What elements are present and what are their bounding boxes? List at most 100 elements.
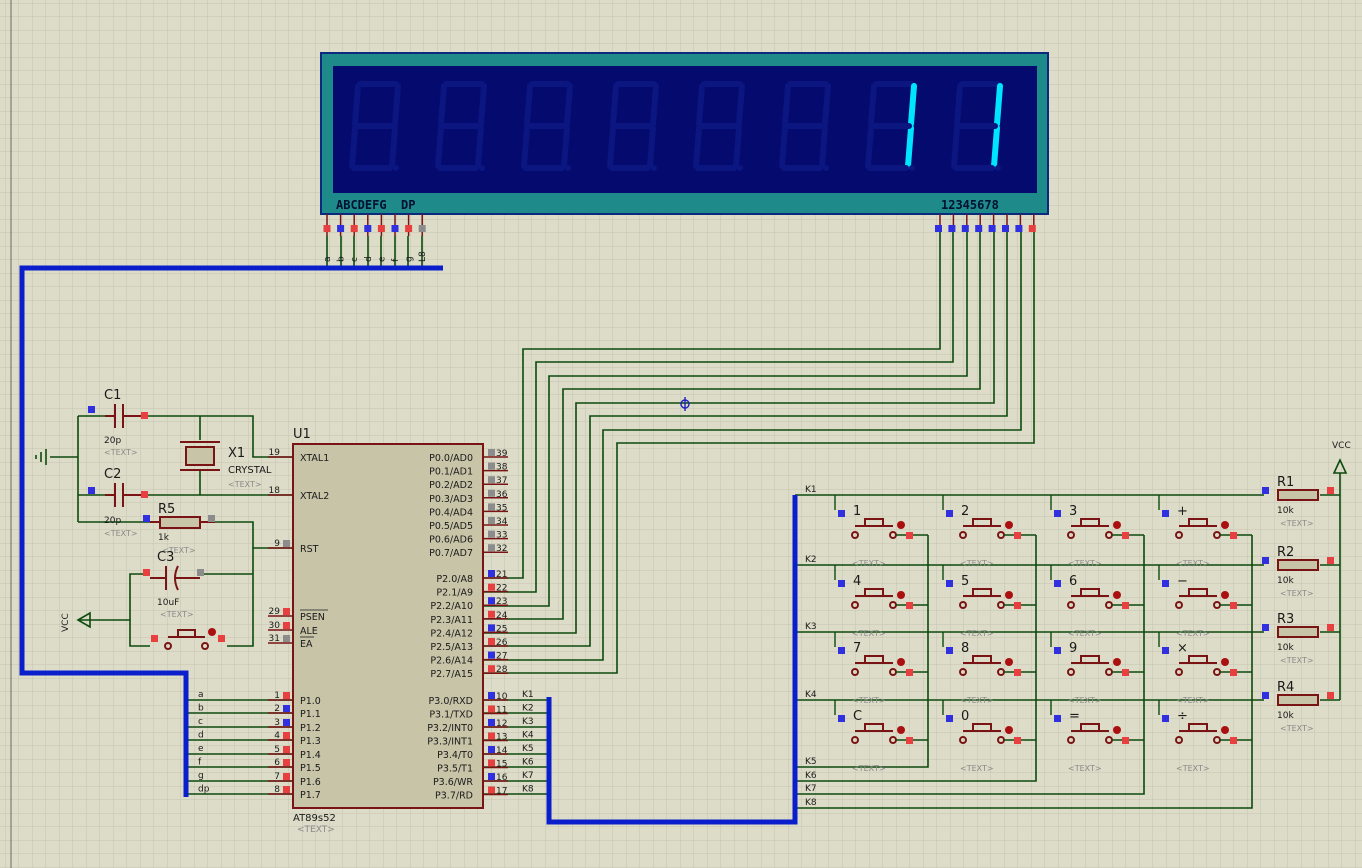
keypad-key[interactable]: ÷<TEXT> [1158,700,1252,773]
pin-name: P3.6/WR [433,777,473,788]
keypad-key[interactable]: 4<TEXT> [834,565,928,638]
pin-marker [838,580,845,587]
decimal-point [737,165,743,171]
capacitor-c1[interactable]: C1 20p <TEXT> [88,388,148,457]
pin-marker [1327,692,1334,699]
switch-button [1080,588,1100,597]
net-label: K7 [522,771,534,781]
net-label: dp [198,785,210,795]
keypad-key[interactable]: 0<TEXT> [942,700,1036,773]
pin-marker [283,719,290,726]
resistor-text: <TEXT> [1280,656,1314,665]
key-label: 6 [1069,574,1077,589]
pin-number: 32 [496,544,507,554]
key-label: = [1069,709,1080,724]
keypad-key[interactable]: 5 <TEXT> [942,565,1036,638]
keypad-key[interactable]: =<TEXT> [1050,700,1144,773]
pin-number: 10 [496,692,508,702]
c2-value: 20p [104,516,121,526]
pin-name: P2.4/A12 [430,628,473,639]
digit-1 [349,81,401,171]
switch-contact [851,736,859,744]
keypad-key[interactable]: − <TEXT> [1158,565,1252,638]
keypad-matrix[interactable]: 1<TEXT>2<TEXT>3<TEXT>+<TEXT>4<TEXT>5<TEX… [834,495,1252,773]
capacitor-c2[interactable]: C2 20p <TEXT> [88,467,148,538]
pin-marker [988,225,996,232]
pin-name: XTAL1 [300,453,329,464]
pin-marker [1122,532,1129,539]
segment-c [905,125,914,169]
pin-number: 39 [496,449,508,459]
pin-marker [946,647,953,654]
pin-marker [377,225,385,232]
reset-switch[interactable] [151,628,225,650]
x1-text: <TEXT> [228,480,262,489]
pin-marker [283,692,290,699]
switch-button [1080,518,1100,527]
key-text: <TEXT> [1176,629,1210,638]
vcc-right-label: VCC [1332,441,1351,451]
keypad-key[interactable]: 2<TEXT> [942,495,1036,568]
resistor-r5[interactable]: R5 1k <TEXT> [143,502,215,555]
probe-marker[interactable] [680,397,690,411]
keypad-key[interactable]: 3<TEXT> [1050,495,1144,568]
pin-name: P1.7 [300,790,321,801]
pin-marker [283,746,290,753]
digit-8 [951,81,1003,171]
pin-marker [975,225,983,232]
pin-marker [488,544,495,552]
key-label: − [1177,574,1188,589]
key-label: 5 [961,574,969,589]
pin-marker [283,759,290,766]
net-label: K3 [522,717,534,727]
pin-number: 4 [274,731,280,741]
switch-led [1113,658,1121,666]
switch-contact [1175,531,1183,539]
keypad-key[interactable]: 8<TEXT> [942,632,1036,705]
resistor-body [1277,559,1319,571]
capacitor-c3[interactable]: C3 10uF <TEXT> [143,550,204,619]
pin-marker [283,622,290,629]
pin-name: P3.1/TXD [429,710,473,721]
pin-number: 6 [274,758,280,768]
pin-number: 2 [274,704,280,714]
digit-group [349,81,1003,171]
segment-b [650,83,659,127]
resistor-value: 10k [1277,643,1294,653]
keypad-key[interactable]: 9<TEXT> [1050,632,1144,705]
keypad-key[interactable]: 1<TEXT> [834,495,928,568]
switch-button [864,518,884,527]
keypad-key[interactable]: +<TEXT> [1158,495,1252,568]
pin-marker [283,786,290,793]
key-label: 4 [853,574,861,589]
pin-marker [1014,669,1021,676]
switch-led [1221,658,1229,666]
r5-ref: R5 [158,502,175,517]
pin-name: P3.7/RD [435,791,473,802]
key-label: C [853,709,862,724]
switch-contact [959,668,967,676]
switch-led [897,591,905,599]
crystal-x1[interactable]: X1 CRYSTAL <TEXT> [180,441,272,489]
key-label: 1 [853,504,861,519]
segment-c [819,125,828,169]
keypad-key[interactable]: ×<TEXT> [1158,632,1252,705]
switch-contact [1067,601,1075,609]
c3-value: 10uF [157,598,179,608]
segment-e [349,125,358,169]
keypad-key[interactable]: 7<TEXT> [834,632,928,705]
pin-marker [906,602,913,609]
keypad-key[interactable]: 6<TEXT> [1050,565,1144,638]
key-label: 3 [1069,504,1077,519]
key-text: <TEXT> [960,629,994,638]
key-text: <TEXT> [1176,696,1210,705]
pin-marker [323,225,331,232]
keypad-key[interactable]: C<TEXT> [834,700,928,773]
